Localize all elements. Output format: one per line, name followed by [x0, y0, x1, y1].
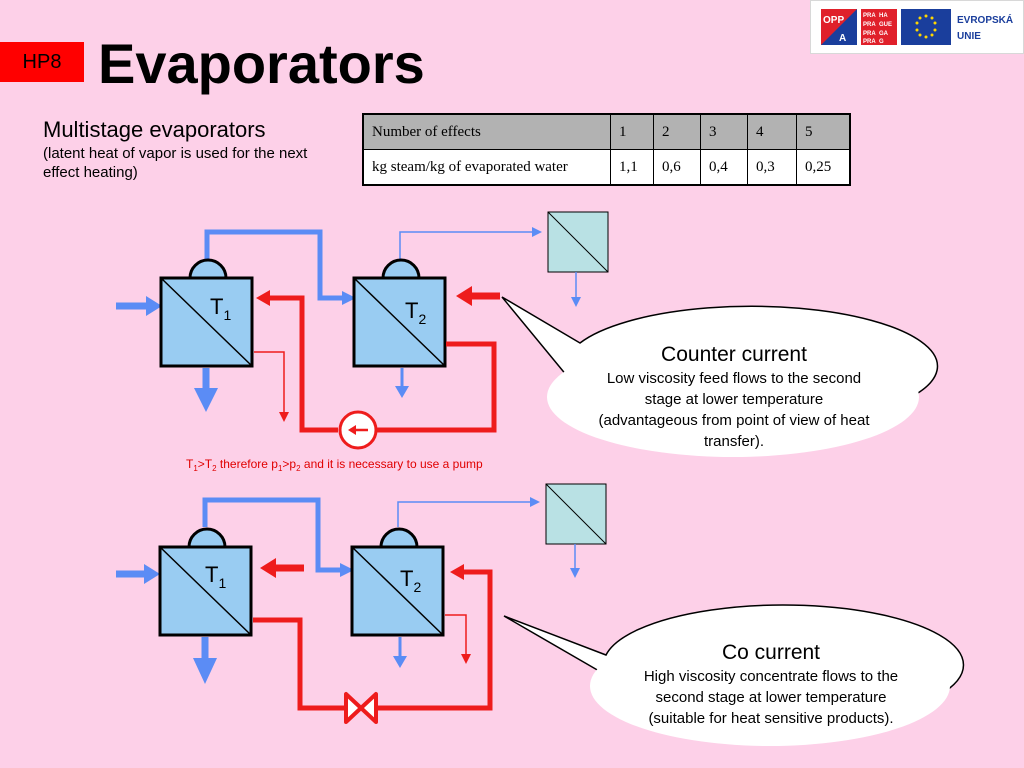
table-row-effects: Number of effects 1 2 3 4 5 [362, 113, 851, 150]
pump-explanation: T1>T2 therefore p1>p2 and it is necessar… [186, 457, 483, 473]
condensate-1 [254, 351, 289, 422]
transfer-line-1-to-valve [253, 617, 346, 711]
subtitle-main: Multistage evaporators [43, 117, 266, 142]
svg-text:HA: HA [879, 13, 888, 19]
svg-text:G: G [879, 39, 884, 45]
table-cell: kg steam/kg of evaporated water [362, 149, 611, 186]
table-cell: 4 [747, 113, 797, 150]
table-cell: 1,1 [610, 149, 654, 186]
transfer-line-valve-to-2 [376, 569, 493, 711]
page-title: Evaporators [98, 32, 425, 95]
counter-current-heading: Counter current [661, 343, 807, 366]
slide-number-badge: HP8 [0, 42, 84, 82]
table-cell: 1 [610, 113, 654, 150]
co-current-heading: Co current [721, 641, 821, 664]
svg-text:GA: GA [879, 31, 889, 37]
eu-label: EVROPSKÁ UNIE [957, 13, 1013, 42]
temperature-label-t2: T2 [405, 298, 426, 327]
table-row-steam: kg steam/kg of evaporated water 1,1 0,6 … [362, 149, 851, 186]
svg-text:PRA: PRA [863, 22, 876, 28]
transfer-line-pump-to-1 [268, 295, 338, 433]
temperature-label-t1: T1 [210, 294, 231, 323]
table-cell: 3 [700, 113, 748, 150]
table-cell: 0,3 [747, 149, 797, 186]
steam-consumption-table: Number of effects 1 2 3 4 5 kg steam/kg … [362, 113, 851, 186]
oppa-line1: OPP [823, 15, 844, 26]
pump-icon [338, 410, 378, 450]
eu-flag-logo [901, 9, 951, 45]
evaporator-effect-1 [158, 527, 253, 637]
svg-text:GUE: GUE [879, 22, 892, 28]
oppa-logo: OPP A [821, 9, 857, 45]
table-cell: 5 [796, 113, 851, 150]
condensate-2 [445, 614, 471, 664]
oppa-line2: A [839, 33, 846, 44]
counter-current-scheme: T1 T2 T1>T2 therefore p1>p2 and it is [116, 211, 939, 473]
praha-logo: PRA HA PRA GUE PRA GA PRA G [861, 9, 897, 45]
temperature-label-t1: T1 [205, 562, 226, 591]
co-current-description: Co current High viscosity concentrate fl… [640, 640, 902, 729]
counter-current-description: Counter current Low viscosity feed flows… [596, 342, 872, 452]
table-cell: 0,4 [700, 149, 748, 186]
condenser [545, 483, 607, 545]
subtitle-block: Multistage evaporators (latent heat of v… [43, 116, 333, 182]
svg-text:EVROPSKÁ: EVROPSKÁ [957, 13, 1013, 26]
table-cell: 0,6 [653, 149, 701, 186]
temperature-label-t2: T2 [400, 566, 421, 595]
table-cell: 0,25 [796, 149, 851, 186]
evaporator-effect-2 [352, 258, 447, 368]
vapor-line-to-condenser [397, 497, 540, 527]
transfer-line-2-to-pump [368, 341, 497, 433]
vapor-line-1-to-2 [202, 497, 346, 573]
co-current-scheme: T1 T2 [116, 483, 965, 746]
svg-text:PRA: PRA [863, 39, 876, 45]
svg-text:PRA: PRA [863, 31, 876, 37]
evaporator-effect-1 [159, 258, 254, 368]
vapor-line-1-to-2 [204, 229, 350, 301]
svg-text:UNIE: UNIE [957, 31, 981, 42]
valve-icon [344, 692, 378, 724]
evaporator-effect-2 [350, 527, 445, 637]
co-current-body: High viscosity concentrate flows to the … [643, 668, 899, 727]
subtitle-note: (latent heat of vapor is used for the ne… [43, 145, 308, 181]
condenser [547, 211, 609, 273]
svg-text:PRA: PRA [863, 13, 876, 19]
table-cell: Number of effects [362, 113, 611, 150]
counter-current-body: Low viscosity feed flows to the second s… [598, 370, 870, 450]
vapor-line-to-condenser [399, 227, 542, 262]
